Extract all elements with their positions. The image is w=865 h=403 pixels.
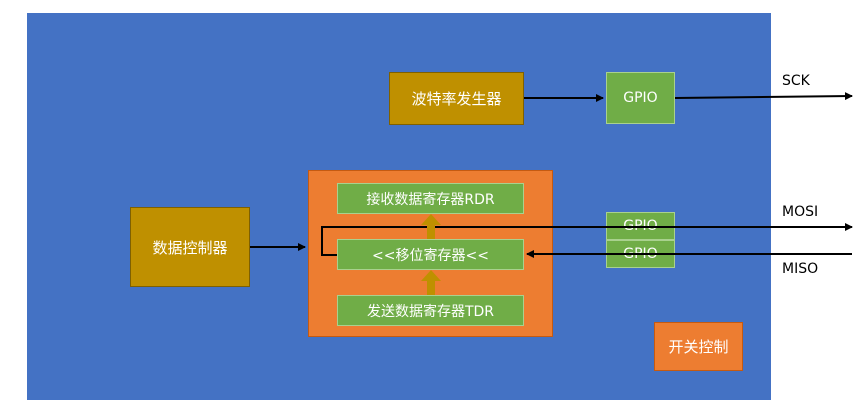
switch-control-block: 开关控制 — [654, 322, 743, 371]
tdr-to-shift-up-arrow — [421, 270, 441, 295]
tdr-block: 发送数据寄存器TDR — [337, 295, 524, 326]
baud-rate-generator-block: 波特率发生器 — [389, 72, 524, 125]
data-controller-block: 数据控制器 — [130, 207, 250, 287]
miso-signal-label: MISO — [782, 261, 819, 277]
rdr-block: 接收数据寄存器RDR — [337, 183, 524, 214]
gpio-sck-block: GPIO — [606, 72, 675, 124]
sck-output-arrow — [674, 92, 853, 101]
baud-rate-generator-label: 波特率发生器 — [411, 90, 502, 108]
rdr-label: 接收数据寄存器RDR — [366, 191, 495, 208]
tdr-label: 发送数据寄存器TDR — [366, 303, 495, 320]
mosi-path-arrow — [321, 223, 853, 256]
shift-to-rdr-up-arrow — [421, 214, 441, 239]
gpio-sck-label: GPIO — [623, 90, 658, 106]
data-controller-label: 数据控制器 — [152, 238, 228, 257]
mosi-signal-label: MOSI — [782, 204, 819, 220]
shift-register-block: <<移位寄存器<< — [337, 239, 524, 270]
shift-register-label: <<移位寄存器<< — [372, 247, 489, 264]
switch-control-label: 开关控制 — [668, 338, 729, 356]
sck-signal-label: SCK — [782, 73, 810, 89]
